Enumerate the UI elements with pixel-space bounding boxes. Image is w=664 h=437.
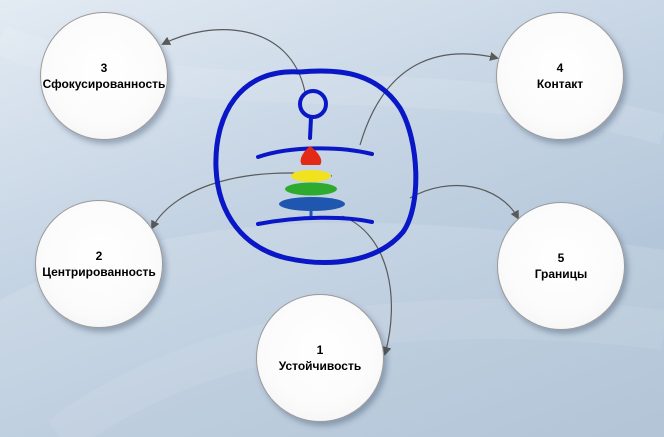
node-2[interactable]: 2 Центрированность (35, 200, 163, 328)
node-4[interactable]: 4 Контакт (496, 12, 624, 140)
ring-green (285, 182, 337, 196)
node-number: 2 (95, 249, 103, 263)
node-number: 3 (100, 61, 108, 75)
ring-blue (279, 197, 345, 211)
connector-to-node-4 (359, 52, 499, 146)
node-label: Сфокусированность (42, 77, 166, 91)
connector-to-node-5 (409, 185, 519, 220)
toy-head (298, 89, 328, 119)
connector-to-node-3 (161, 29, 306, 93)
ring-yellow (291, 170, 331, 182)
node-label: Устойчивость (278, 359, 362, 373)
node-number: 1 (316, 343, 324, 357)
node-label: Контакт (536, 77, 584, 91)
node-number: 5 (557, 251, 565, 265)
node-3[interactable]: 3 Сфокусированность (40, 12, 168, 140)
ring-red (300, 146, 322, 165)
node-1[interactable]: 1 Устойчивость (256, 294, 384, 422)
connector-to-node-1 (341, 215, 393, 356)
lower-bar (256, 215, 374, 226)
upper-bar (256, 146, 374, 159)
node-5[interactable]: 5 Границы (497, 202, 625, 330)
node-label: Границы (534, 267, 588, 281)
hand-drawn-outline (213, 68, 419, 265)
node-number: 4 (556, 61, 564, 75)
toy-stick (308, 116, 313, 140)
node-label: Центрированность (42, 265, 156, 279)
